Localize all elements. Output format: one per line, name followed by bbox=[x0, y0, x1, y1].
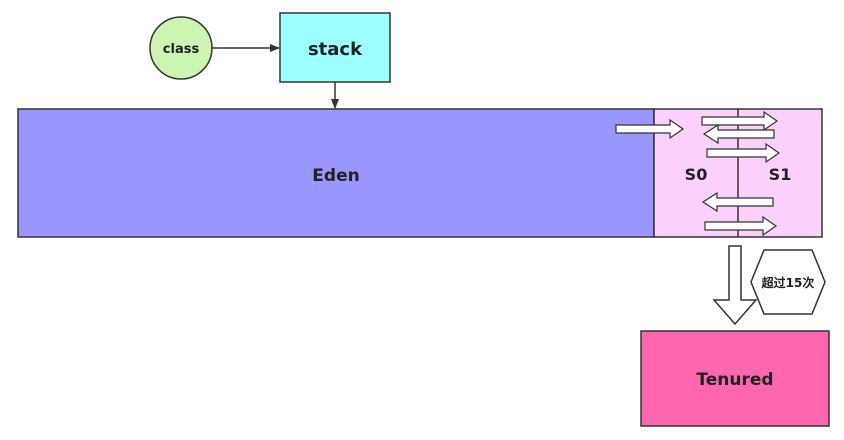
stack-label: stack bbox=[308, 39, 363, 60]
swap-right-arrow-2 bbox=[706, 142, 781, 164]
class-label: class bbox=[163, 42, 200, 57]
tenured-region bbox=[640, 330, 830, 427]
threshold-label: 超过15次 bbox=[761, 275, 815, 290]
s1-label: S1 bbox=[769, 165, 792, 184]
stack-node bbox=[279, 12, 391, 83]
threshold-hexagon bbox=[750, 249, 826, 315]
swap-right-arrow-3 bbox=[704, 215, 778, 237]
swap-right-arrow-1 bbox=[701, 110, 779, 132]
eden-label: Eden bbox=[312, 166, 359, 186]
tenured-label: Tenured bbox=[696, 370, 773, 390]
eden-to-s0-arrow bbox=[615, 118, 685, 140]
s0-label: S0 bbox=[685, 165, 708, 184]
swap-left-arrow-1 bbox=[702, 123, 775, 145]
swap-left-arrow-2 bbox=[701, 191, 774, 213]
promotion-down-arrow bbox=[712, 245, 758, 326]
eden-region bbox=[17, 108, 655, 238]
